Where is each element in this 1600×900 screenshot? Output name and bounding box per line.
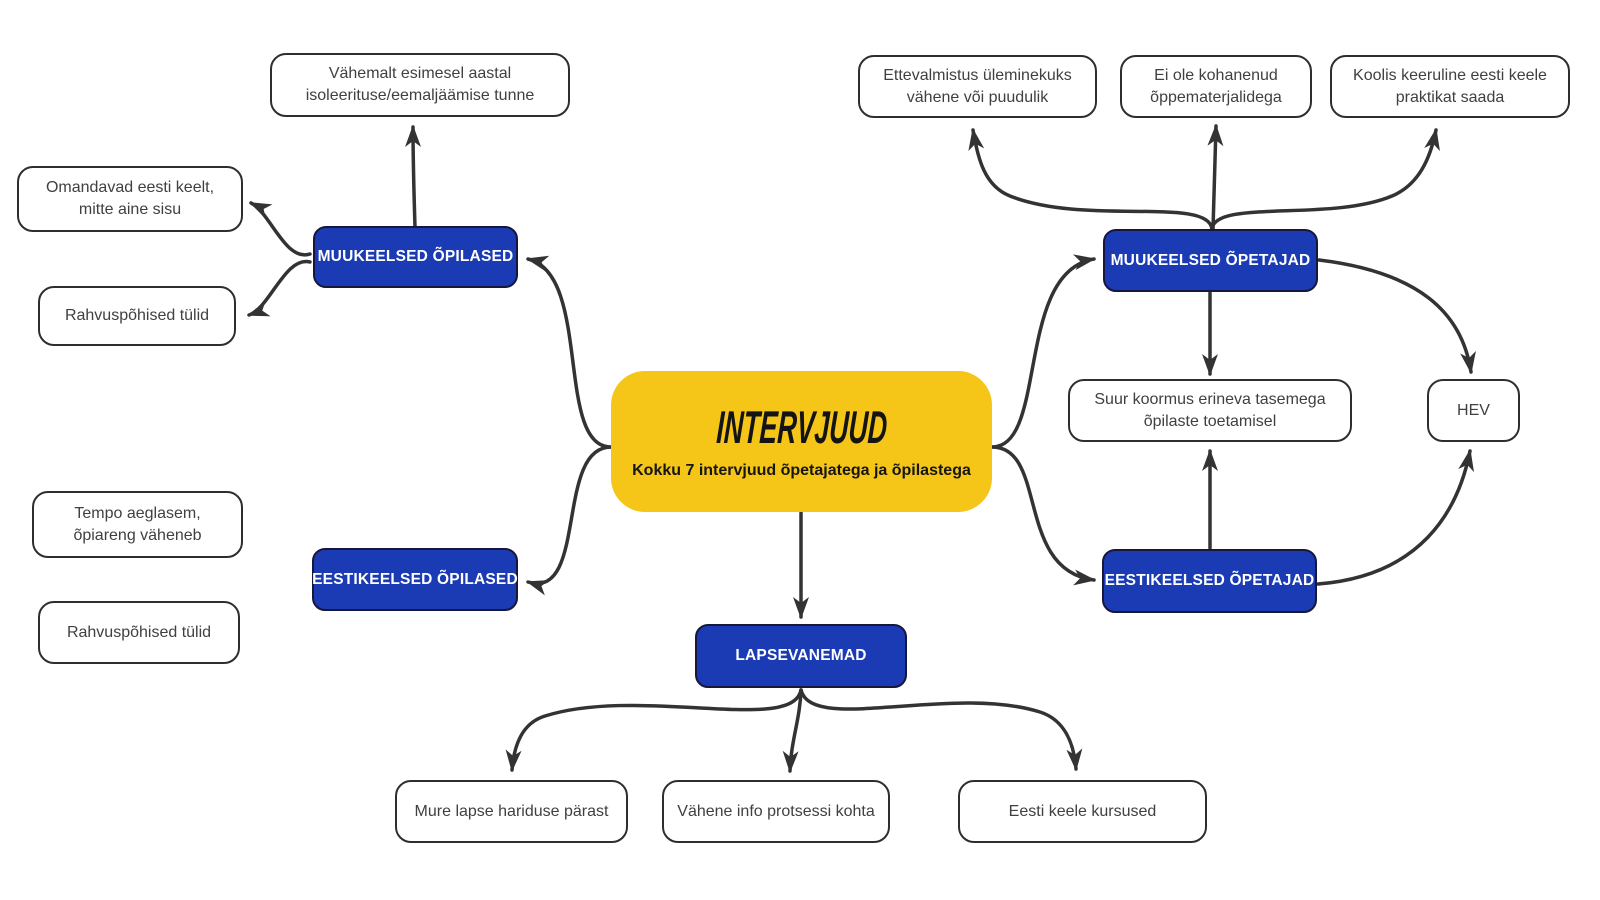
leaf-rahvuspohised-tylid-1[interactable]: Rahvuspõhised tülid [38,286,236,346]
leaf-hev[interactable]: HEV [1427,379,1520,442]
leaf-vahemalt-esimesel[interactable]: Vähemalt esimesel aastal isoleerituse/ee… [270,53,570,117]
branch-label: MUUKEELSED ÕPETAJAD [1110,251,1311,269]
branch-label: EESTIKEELSED ÕPILASED [312,570,518,588]
leaf-eesti-keele-kursused[interactable]: Eesti keele kursused [958,780,1207,843]
branch-label: MUUKEELSED ÕPILASED [317,248,514,265]
connector-lapsevanemad-mure [505,688,803,772]
connector-lapsevanemad-eesti-keele [799,688,1083,771]
leaf-koolis-keeruline[interactable]: Koolis keeruline eesti keele praktikat s… [1330,55,1570,118]
branch-lapsevanemad[interactable]: LAPSEVANEMAD [695,624,907,688]
leaf-label: Tempo aeglasem, õpiareng väheneb [73,504,202,544]
leaf-suur-koormus[interactable]: Suur koormus erineva tasemega õpilaste t… [1068,379,1352,442]
leaf-label: Rahvuspõhised tülid [64,307,210,325]
connector-muukeelsed-opilased-omandavad [249,201,312,257]
branch-label: EESTIKEELSED ÕPETAJAD [1104,572,1315,589]
leaf-label: Omandavad eesti keelt, mitte aine sisu [45,179,215,218]
connector-muukeelsed-opetajad-koolis [1210,128,1440,231]
leaf-label: Eesti keele kursused [1008,802,1157,820]
leaf-label: HEV [1457,401,1490,419]
leaf-mure-lapse[interactable]: Mure lapse hariduse pärast [395,780,628,843]
branch-eestikeelsed-opetajad[interactable]: EESTIKEELSED ÕPETAJAD [1102,549,1317,613]
leaf-ei-ole-kohanenud[interactable]: Ei ole kohanenud õppematerjalidega [1120,55,1312,118]
leaf-omandavad-eesti-keelt[interactable]: Omandavad eesti keelt, mitte aine sisu [17,166,243,232]
leaf-label: Ei ole kohanenud õppematerjalidega [1150,66,1282,106]
connector-muukeelsed-opetajad-hev [1317,258,1476,374]
center-title: INTERVJUUD [714,400,889,453]
connector-center-muukeelsed-opetajad [990,254,1096,449]
leaf-label: Vähene info protsessi kohta [677,802,875,820]
leaf-label: Vähemalt esimesel aastal isoleerituse/ee… [305,65,535,104]
connector-muukeelsed-opilased-rahvuspohised-1 [247,259,312,317]
leaf-label: Mure lapse hariduse pärast [414,802,609,820]
leaf-vahene-info[interactable]: Vähene info protsessi kohta [662,780,890,843]
connector-muukeelsed-opetajad-ei-ole [1207,124,1224,231]
leaf-label: Ettevalmistus üleminekuks vähene või puu… [883,66,1072,106]
connector-center-muukeelsed-opilased [526,255,613,449]
leaf-label: Koolis keeruline eesti keele praktikat s… [1353,66,1547,106]
leaf-ettevalmistus[interactable]: Ettevalmistus üleminekuks vähene või puu… [858,55,1097,118]
connector-center-eestikeelsed-opetajad [990,445,1096,586]
connector-muukeelsed-opetajad-ettevalmistus [968,128,1214,231]
connector-eestikeelsed-opetajad-hev [1316,449,1474,586]
leaf-tempo-aeglasem[interactable]: Tempo aeglasem, õpiareng väheneb [32,491,243,558]
leaf-label: Rahvuspõhised tülid [66,623,212,641]
branch-muukeelsed-opilased[interactable]: MUUKEELSED ÕPILASED [313,226,518,288]
center-subtitle: Kokku 7 intervjuud õpetajatega ja õpilas… [632,461,971,479]
leaf-rahvuspohised-tylid-2[interactable]: Rahvuspõhised tülid [38,601,240,664]
branch-muukeelsed-opetajad[interactable]: MUUKEELSED ÕPETAJAD [1103,229,1318,292]
connector-lapsevanemad-vahene-info [782,688,803,773]
connector-center-eestikeelsed-opilased [526,445,613,596]
leaf-label: Suur koormus erineva tasemega õpilaste t… [1094,390,1326,430]
branch-label: LAPSEVANEMAD [735,647,867,664]
center-node-intervjuud[interactable]: INTERVJUUD Kokku 7 intervjuud õpetajateg… [611,371,992,512]
branch-eestikeelsed-opilased[interactable]: EESTIKEELSED ÕPILASED [312,548,518,611]
connector-muukeelsed-opilased-vahemalt [405,125,422,229]
